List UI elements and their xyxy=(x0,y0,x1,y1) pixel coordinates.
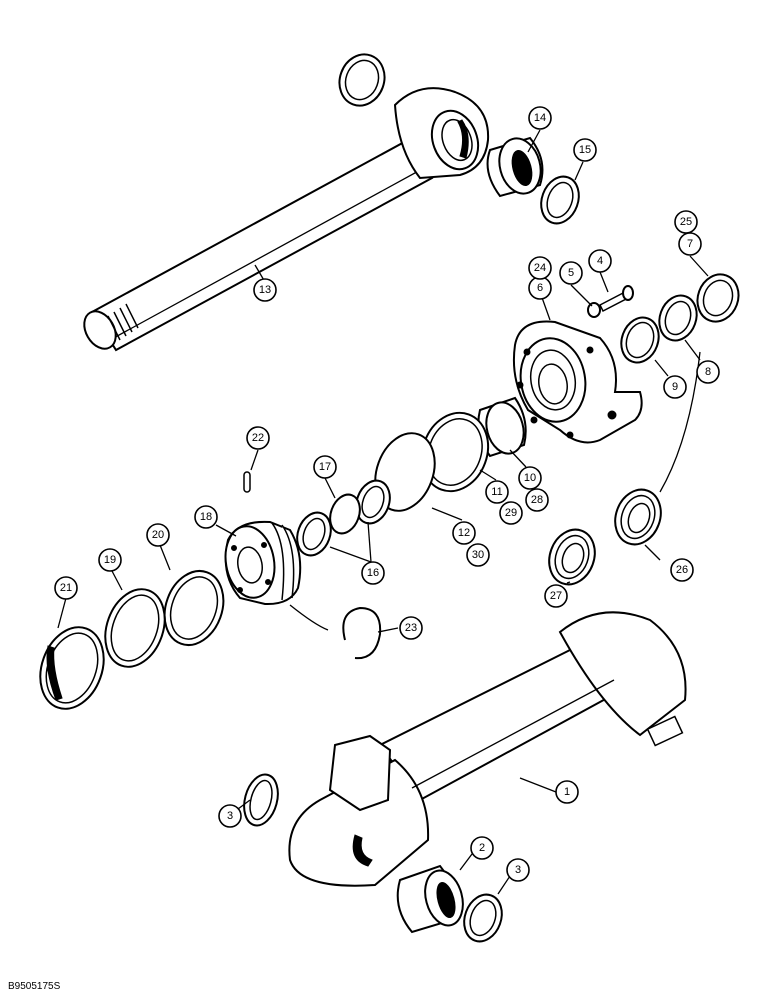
callout-22: 22 xyxy=(246,426,270,450)
ring-20 xyxy=(163,570,225,646)
ring-7 xyxy=(696,273,740,323)
callout-6: 6 xyxy=(528,276,552,300)
figure-id: B9505175S xyxy=(8,981,61,992)
svg-text:15: 15 xyxy=(579,144,591,156)
washer-5 xyxy=(587,302,601,318)
svg-text:1: 1 xyxy=(564,786,570,798)
ring-15 xyxy=(540,175,580,225)
callout-21: 21 xyxy=(54,576,78,600)
o-ring-12 xyxy=(374,432,436,512)
callout-2: 2 xyxy=(470,836,494,860)
svg-text:16: 16 xyxy=(367,567,379,579)
svg-text:13: 13 xyxy=(259,284,271,296)
callout-12: 12 xyxy=(452,521,476,545)
ring-9 xyxy=(620,316,660,364)
svg-text:7: 7 xyxy=(687,238,693,250)
svg-text:3: 3 xyxy=(515,864,521,876)
callout-25: 25 xyxy=(674,210,698,234)
ring-16a xyxy=(355,479,391,525)
svg-text:8: 8 xyxy=(705,366,711,378)
callout-29: 29 xyxy=(499,501,523,525)
svg-text:5: 5 xyxy=(568,267,574,279)
bushing-14 xyxy=(486,136,544,198)
callout-7: 7 xyxy=(678,232,702,256)
callout-14: 14 xyxy=(528,106,552,130)
callout-8: 8 xyxy=(696,360,720,384)
svg-text:3: 3 xyxy=(227,810,233,822)
svg-text:22: 22 xyxy=(252,432,264,444)
svg-text:12: 12 xyxy=(458,527,470,539)
svg-text:18: 18 xyxy=(200,511,212,523)
svg-text:4: 4 xyxy=(597,255,603,267)
retaining-ring-23 xyxy=(342,606,382,660)
seal-26 xyxy=(614,488,662,546)
callout-3-right: 3 xyxy=(506,858,530,882)
bolt-4 xyxy=(598,285,634,313)
callout-16: 16 xyxy=(361,561,385,585)
ring-8 xyxy=(658,294,698,342)
ring-11 xyxy=(420,411,490,493)
callout-27: 27 xyxy=(544,584,568,608)
svg-text:11: 11 xyxy=(491,486,502,498)
svg-text:29: 29 xyxy=(505,507,517,519)
bushing-2 xyxy=(396,864,464,934)
ring-3-left xyxy=(243,773,279,827)
svg-text:24: 24 xyxy=(534,262,546,274)
callout-17: 17 xyxy=(313,455,337,479)
wear-ring-21 xyxy=(39,626,105,710)
svg-text:30: 30 xyxy=(472,549,484,561)
ring-3-right xyxy=(463,893,503,943)
ring-17 xyxy=(329,493,361,535)
callout-24: 24 xyxy=(528,256,552,280)
svg-text:28: 28 xyxy=(531,494,543,506)
callout-10: 10 xyxy=(518,466,542,490)
svg-text:27: 27 xyxy=(550,590,562,602)
piston xyxy=(224,520,302,606)
svg-text:19: 19 xyxy=(104,554,116,566)
callout-15: 15 xyxy=(573,138,597,162)
callout-9: 9 xyxy=(663,375,687,399)
seal-ring-top xyxy=(338,53,386,107)
callout-4: 4 xyxy=(588,249,612,273)
callout-26: 26 xyxy=(670,558,694,582)
callout-1: 1 xyxy=(555,780,579,804)
pin-22 xyxy=(243,471,251,493)
callout-19: 19 xyxy=(98,548,122,572)
callout-13: 13 xyxy=(253,278,277,302)
callout-20: 20 xyxy=(146,523,170,547)
svg-text:2: 2 xyxy=(479,842,485,854)
callout-28: 28 xyxy=(525,488,549,512)
callout-30: 30 xyxy=(466,543,490,567)
ring-19 xyxy=(104,588,166,668)
svg-text:10: 10 xyxy=(524,472,536,484)
svg-text:14: 14 xyxy=(534,112,546,124)
callout-23: 23 xyxy=(399,616,423,640)
svg-text:25: 25 xyxy=(680,216,692,228)
svg-text:20: 20 xyxy=(152,529,164,541)
seal-27 xyxy=(548,528,596,586)
svg-text:23: 23 xyxy=(405,622,417,634)
cylinder-barrel xyxy=(288,611,687,887)
gland-head xyxy=(512,320,643,444)
svg-text:17: 17 xyxy=(319,461,331,473)
svg-text:6: 6 xyxy=(537,282,543,294)
callout-3-left: 3 xyxy=(218,804,242,828)
callout-11: 11 xyxy=(485,480,509,504)
callout-18: 18 xyxy=(194,505,218,529)
ring-16b xyxy=(296,511,332,557)
svg-text:26: 26 xyxy=(676,564,688,576)
svg-text:9: 9 xyxy=(672,381,678,393)
piston-rod xyxy=(83,87,490,352)
svg-text:21: 21 xyxy=(60,582,72,594)
callout-5: 5 xyxy=(559,261,583,285)
